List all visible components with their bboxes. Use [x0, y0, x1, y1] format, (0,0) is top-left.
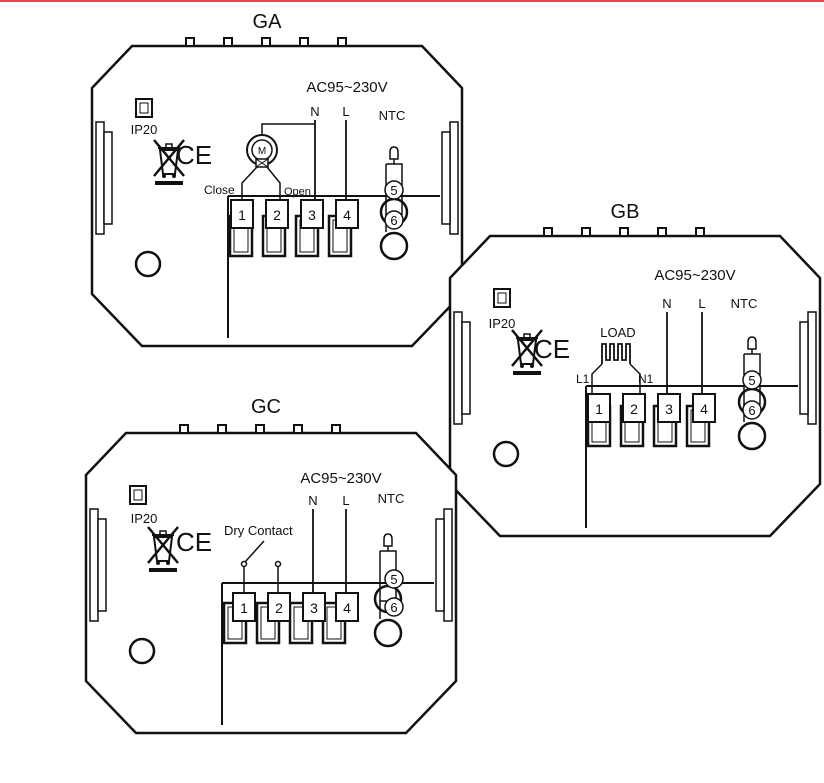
ip-rating-label: IP20 — [131, 122, 158, 137]
terminal-2: 2 — [273, 207, 281, 223]
unit-title: GC — [251, 396, 281, 418]
voltage-label: AC95~230V — [300, 470, 381, 487]
close-label: Close — [204, 183, 235, 197]
unit-ga: GA AC95~230V IP20 CE N L NTC M Close Ope… — [90, 11, 464, 348]
ip-rating-label: IP20 — [131, 511, 158, 526]
terminal-4: 4 — [343, 600, 351, 616]
terminal-block: 1 2 3 4 — [232, 592, 359, 622]
dry-contact-switch-icon — [240, 540, 282, 593]
ntc-terminal-5: 5 — [390, 572, 397, 587]
terminal-3: 3 — [665, 401, 673, 417]
ntc-terminal-6: 6 — [390, 600, 397, 615]
top-rule — [0, 0, 824, 2]
ip-rating-label: IP20 — [489, 316, 516, 331]
live-label: L — [342, 104, 349, 119]
terminal-3: 3 — [308, 207, 316, 223]
ntc-terminal-5: 5 — [748, 373, 755, 388]
dry-contact-label: Dry Contact — [224, 523, 293, 538]
open-label: Open — [284, 186, 311, 198]
live-label: L — [342, 493, 349, 508]
terminal-block: 1 2 3 4 — [587, 393, 716, 423]
terminal-1: 1 — [240, 600, 248, 616]
ntc-label: NTC — [731, 296, 758, 311]
ntc-terminal-6: 6 — [390, 213, 397, 228]
voltage-label: AC95~230V — [306, 79, 387, 96]
load-label: LOAD — [600, 325, 635, 340]
unit-title: GA — [253, 11, 283, 33]
neutral-label: N — [308, 493, 317, 508]
unit-gb: GB AC95~230V IP20 CE N L NTC LOAD L1 N1 … — [448, 201, 822, 538]
terminal-1: 1 — [595, 401, 603, 417]
l1-label: L1 — [576, 372, 590, 386]
live-label: L — [698, 296, 705, 311]
ntc-terminal-5: 5 — [390, 183, 397, 198]
terminal-3: 3 — [310, 600, 318, 616]
terminal-2: 2 — [630, 401, 638, 417]
ntc-terminal-6: 6 — [748, 403, 755, 418]
terminal-1: 1 — [238, 207, 246, 223]
terminal-2: 2 — [275, 600, 283, 616]
terminal-4: 4 — [700, 401, 708, 417]
terminal-block: 1 2 3 4 — [230, 199, 359, 229]
n1-label: N1 — [638, 372, 654, 386]
terminal-4: 4 — [343, 207, 351, 223]
unit-title: GB — [611, 201, 640, 223]
voltage-label: AC95~230V — [654, 267, 735, 284]
neutral-label: N — [662, 296, 671, 311]
ce-mark: CE — [176, 527, 212, 557]
ce-mark: CE — [534, 334, 570, 364]
ntc-label: NTC — [379, 108, 406, 123]
ntc-label: NTC — [378, 491, 405, 506]
unit-gc: GC AC95~230V IP20 CE N L NTC Dry Contact… — [84, 396, 458, 735]
motor-label: M — [258, 146, 266, 157]
ce-mark: CE — [176, 140, 212, 170]
load-resistor-icon — [601, 343, 631, 364]
neutral-label: N — [310, 104, 319, 119]
